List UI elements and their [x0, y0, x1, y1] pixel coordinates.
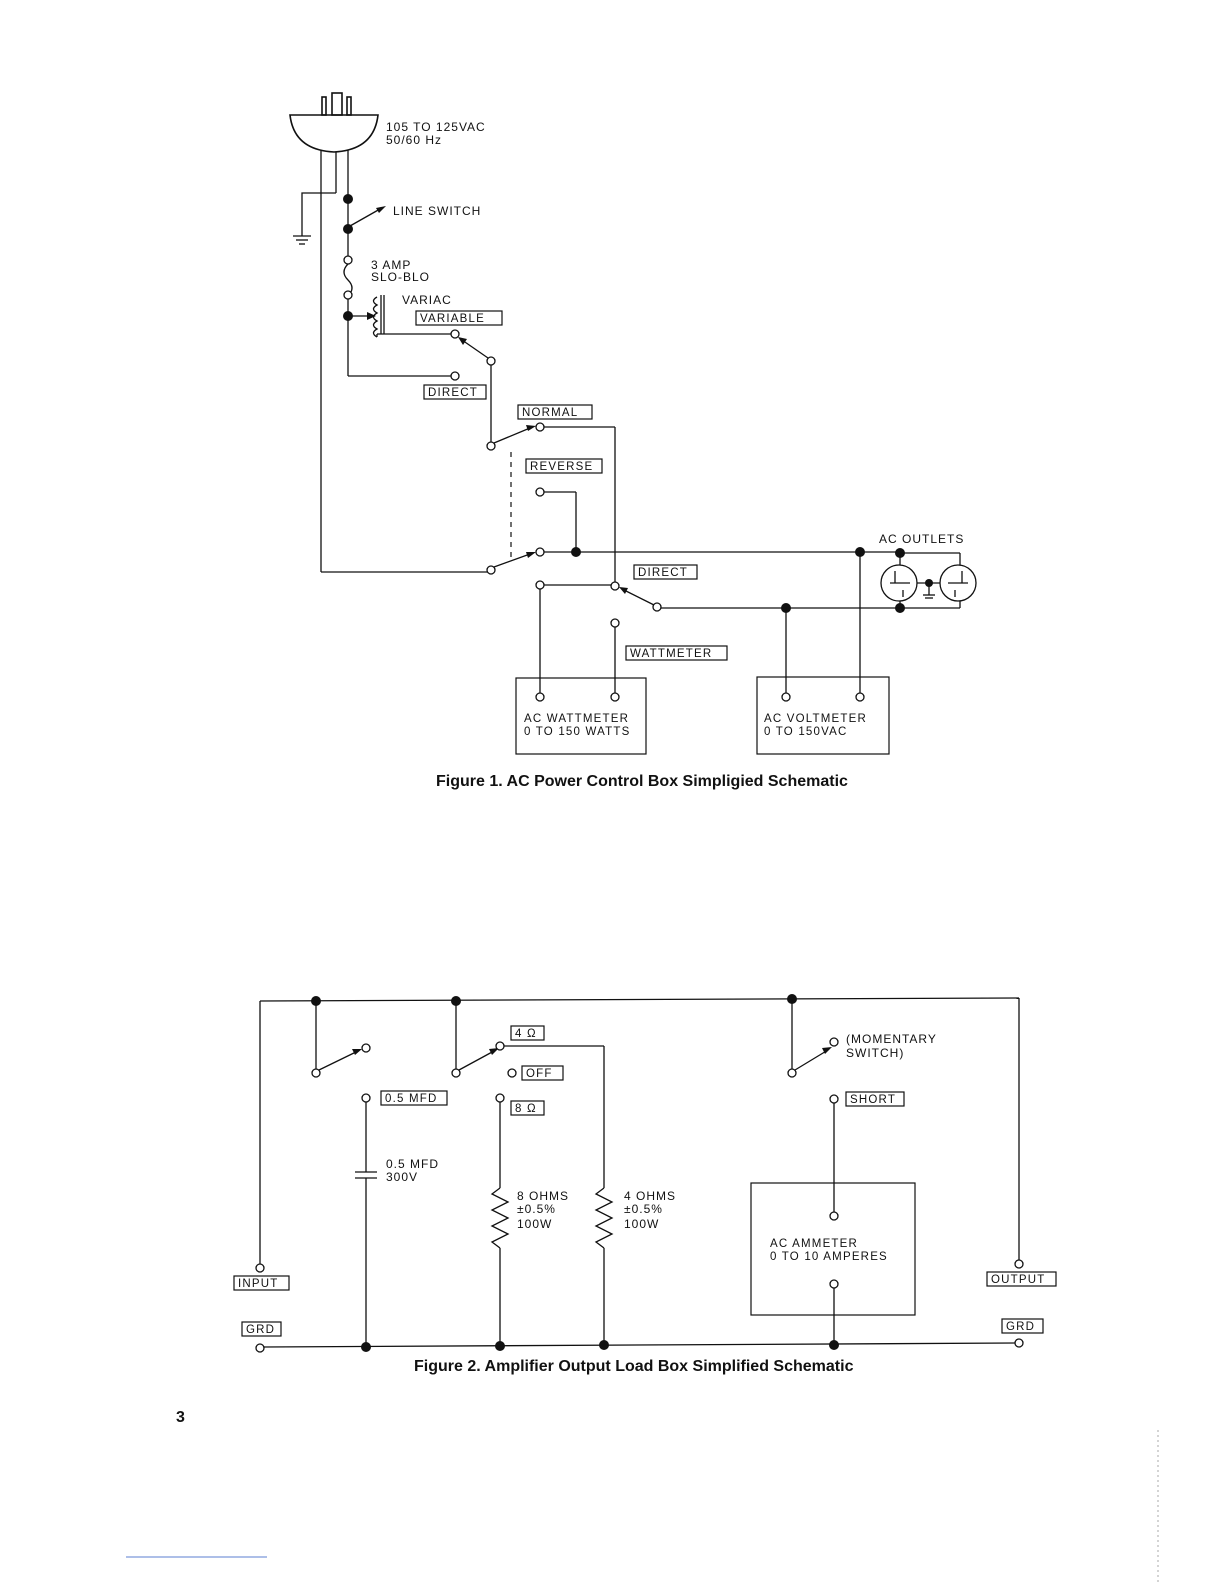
figure-2-caption: Figure 2. Amplifier Output Load Box Simp… [414, 1358, 854, 1375]
short-position-label: SHORT [850, 1094, 896, 1106]
r4-power: 100W [624, 1217, 659, 1231]
momentary-switch-lever [794, 1049, 829, 1071]
load-selector-lever [458, 1050, 495, 1071]
wattmeter-range: 0 TO 150 WATTS [524, 726, 631, 738]
figure-1-caption: Figure 1. AC Power Control Box Simpligie… [436, 773, 848, 790]
direct-meter-position-label: DIRECT [638, 567, 688, 579]
direct-position-label: DIRECT [428, 387, 478, 399]
capacitor-switch-label: 0.5 MFD [385, 1093, 438, 1105]
r8-tolerance: ±0.5% [517, 1202, 556, 1216]
input-terminal [255, 1263, 265, 1273]
ground-right-label: GRD [1006, 1321, 1035, 1333]
ac-outlets-label: AC OUTLETS [879, 532, 964, 546]
momentary-label-1: (MOMENTARY [846, 1032, 937, 1046]
r4-value: 4 OHMS [624, 1189, 676, 1203]
ac-ammeter-box [750, 1182, 916, 1316]
ground-left-label: GRD [246, 1324, 275, 1336]
four-ohm-position-label: 4 Ω [515, 1028, 537, 1040]
ac-outlet-icon [880, 552, 977, 608]
meter-selector-lever [623, 589, 655, 606]
ac-voltmeter-box [756, 676, 890, 755]
momentary-label-2: SWITCH) [846, 1046, 904, 1060]
supply-frequency-label: 50/60 Hz [386, 133, 442, 147]
voltmeter-range: 0 TO 150VAC [764, 726, 848, 738]
ground-symbol-icon [293, 192, 336, 245]
normal-position-label: NORMAL [522, 407, 578, 419]
r8-power: 100W [517, 1217, 552, 1231]
figure-2-schematic: 0.5 MFD 0.5 MFD 300V 4 Ω OFF 8 Ω 8 OHMS … [233, 994, 1057, 1375]
figure-1-schematic: 105 TO 125VAC 50/60 Hz LINE SWITCH 3 AMP… [289, 92, 977, 790]
input-label: INPUT [238, 1278, 279, 1290]
line-switch-lever [349, 208, 381, 227]
fuse-rating-label: 3 AMP [371, 258, 411, 272]
output-terminal [1014, 1259, 1024, 1269]
ground-left-terminal [255, 1343, 265, 1353]
reverse-position-label: REVERSE [530, 461, 593, 473]
variable-position-label: VARIABLE [420, 313, 485, 325]
ground-right-terminal [1014, 1338, 1024, 1348]
line-switch-label: LINE SWITCH [393, 204, 481, 218]
variac-label: VARIAC [402, 293, 452, 307]
fuse-symbol [343, 263, 353, 297]
r8-value: 8 OHMS [517, 1189, 569, 1203]
ac-plug-icon [289, 92, 379, 193]
resistor-4-ohm-icon [594, 1187, 614, 1249]
wattmeter-title: AC WATTMETER [524, 713, 629, 725]
off-position-label: OFF [526, 1068, 553, 1080]
resistor-8-ohm-icon [490, 1187, 510, 1249]
fuse-type-label: SLO-BLO [371, 270, 430, 284]
capacitor-voltage: 300V [386, 1170, 418, 1184]
voltmeter-title: AC VOLTMETER [764, 713, 867, 725]
r4-tolerance: ±0.5% [624, 1202, 663, 1216]
wattmeter-position-label: WATTMETER [630, 648, 712, 660]
ac-wattmeter-box [515, 677, 647, 755]
supply-voltage-label: 105 TO 125VAC [386, 120, 486, 134]
capacitor-value: 0.5 MFD [386, 1157, 439, 1171]
normal-reverse-lever [493, 427, 531, 444]
capacitor-switch-lever [318, 1050, 359, 1071]
ammeter-title: AC AMMETER [770, 1238, 858, 1250]
variac-transformer-icon [372, 295, 455, 338]
page-number: 3 [176, 1409, 185, 1426]
ground-bus [263, 1342, 1016, 1348]
ammeter-range: 0 TO 10 AMPERES [770, 1251, 888, 1263]
eight-ohm-position-label: 8 Ω [515, 1103, 537, 1115]
capacitor-icon [355, 1171, 377, 1179]
variac-selector-lever [461, 339, 489, 359]
output-label: OUTPUT [991, 1274, 1045, 1286]
